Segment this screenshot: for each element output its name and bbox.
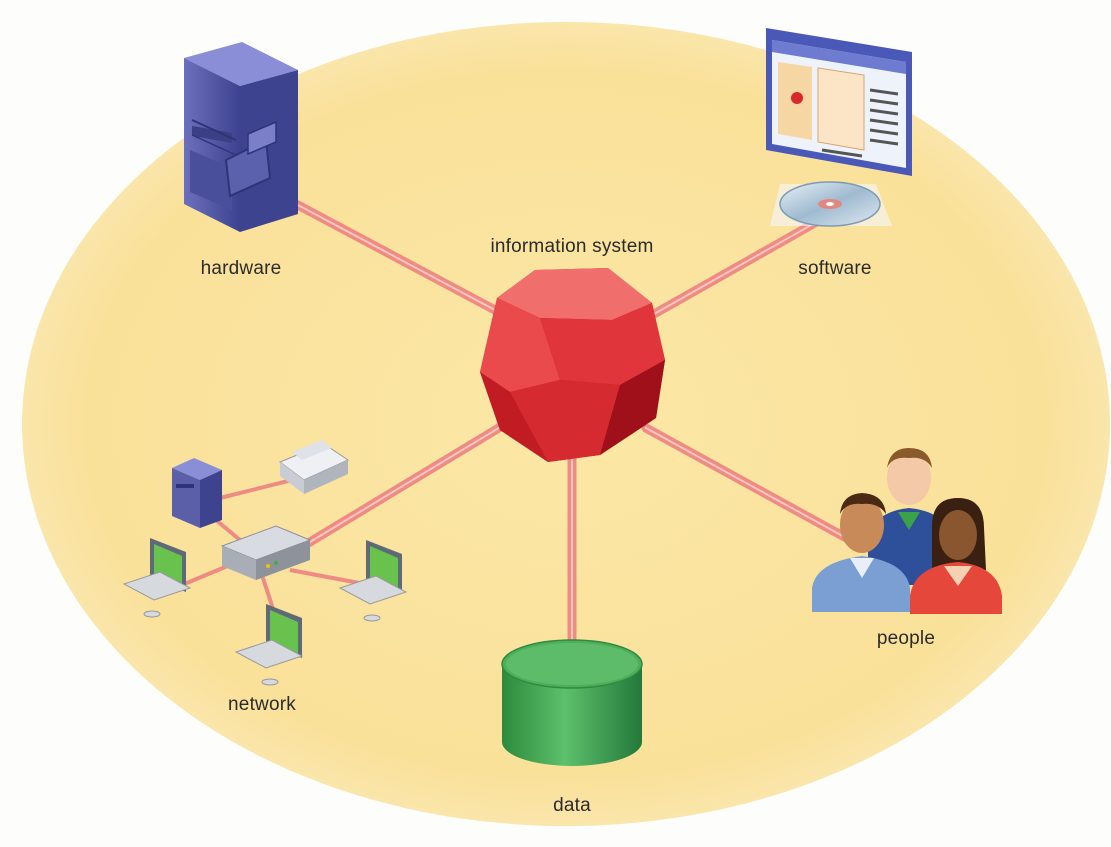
people-label: people bbox=[876, 628, 936, 649]
server-tower-icon bbox=[184, 42, 298, 232]
software-screen-disc-icon bbox=[766, 28, 912, 227]
software-label: software bbox=[798, 258, 872, 279]
network-label: network bbox=[228, 694, 296, 715]
hardware-label: hardware bbox=[200, 258, 282, 279]
network-computers-icon bbox=[122, 440, 408, 686]
information-system-node bbox=[480, 268, 665, 462]
people-group-icon bbox=[812, 448, 1002, 614]
information-system-label: information system bbox=[490, 236, 654, 257]
data-label: data bbox=[553, 795, 591, 816]
database-cylinder-icon bbox=[501, 639, 643, 766]
